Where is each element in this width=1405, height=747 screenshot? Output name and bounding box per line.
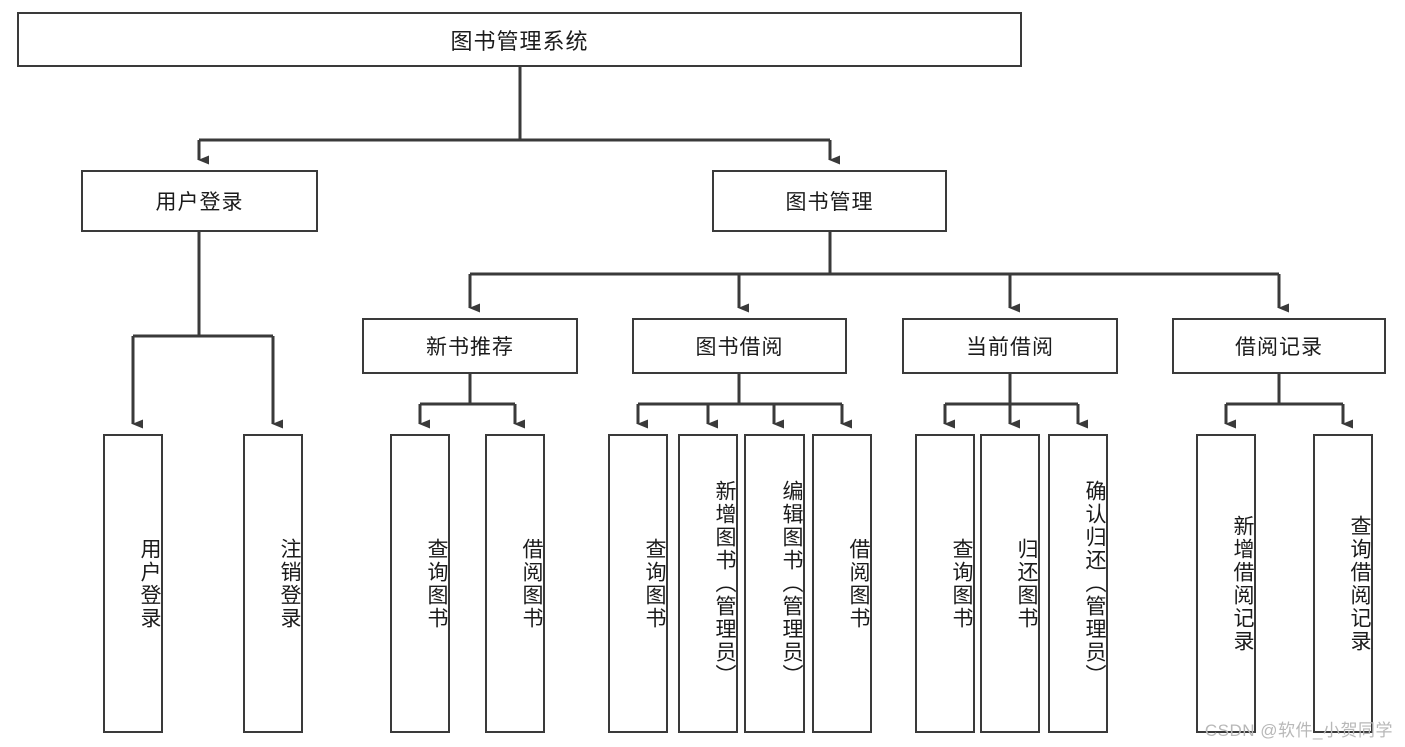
- node-leaf-current-confirm-return-label: 确认归还（管理员）: [1083, 480, 1106, 687]
- node-current-borrow[interactable]: 当前借阅: [902, 318, 1118, 374]
- node-leaf-recommend-query-book-label: 查询图书: [425, 537, 448, 630]
- node-leaf-borrow-query-book[interactable]: 查询图书: [608, 434, 668, 733]
- node-book-borrow-label: 图书借阅: [695, 336, 784, 359]
- node-leaf-user-login[interactable]: 用户登录: [103, 434, 163, 733]
- node-root[interactable]: 图书管理系统: [17, 12, 1022, 67]
- node-leaf-borrow-add-book-label: 新增图书（管理员）: [713, 480, 736, 687]
- node-leaf-current-query-book-label: 查询图书: [950, 537, 973, 630]
- node-leaf-borrow-edit-book[interactable]: 编辑图书（管理员）: [744, 434, 805, 733]
- node-current-borrow-label: 当前借阅: [966, 336, 1054, 359]
- node-new-book-recommend-label: 新书推荐: [426, 336, 514, 359]
- node-leaf-recommend-query-book[interactable]: 查询图书: [390, 434, 450, 733]
- node-user-login-label: 用户登录: [155, 191, 244, 214]
- node-book-manage-label: 图书管理: [785, 191, 874, 214]
- node-book-manage[interactable]: 图书管理: [712, 170, 947, 232]
- node-leaf-current-query-book[interactable]: 查询图书: [915, 434, 975, 733]
- node-leaf-user-login-label: 用户登录: [138, 537, 161, 630]
- node-new-book-recommend[interactable]: 新书推荐: [362, 318, 578, 374]
- node-leaf-recommend-borrow-book[interactable]: 借阅图书: [485, 434, 545, 733]
- node-leaf-borrow-borrow-book-label: 借阅图书: [847, 537, 870, 630]
- node-book-borrow[interactable]: 图书借阅: [632, 318, 847, 374]
- node-leaf-borrow-add-book[interactable]: 新增图书（管理员）: [678, 434, 738, 733]
- node-leaf-recommend-borrow-book-label: 借阅图书: [520, 537, 543, 630]
- node-leaf-record-query-label: 查询借阅记录: [1348, 514, 1371, 653]
- node-leaf-current-return-book[interactable]: 归还图书: [980, 434, 1040, 733]
- node-leaf-current-return-book-label: 归还图书: [1015, 537, 1038, 630]
- node-leaf-record-add[interactable]: 新增借阅记录: [1196, 434, 1256, 733]
- watermark-text: CSDN @软件_小贺同学: [1204, 721, 1393, 740]
- node-leaf-borrow-query-book-label: 查询图书: [643, 537, 666, 630]
- node-borrow-record[interactable]: 借阅记录: [1172, 318, 1386, 374]
- node-borrow-record-label: 借阅记录: [1235, 336, 1323, 359]
- node-leaf-record-query[interactable]: 查询借阅记录: [1313, 434, 1373, 733]
- node-leaf-borrow-borrow-book[interactable]: 借阅图书: [812, 434, 872, 733]
- node-leaf-borrow-edit-book-label: 编辑图书（管理员）: [780, 480, 803, 687]
- node-leaf-record-add-label: 新增借阅记录: [1231, 514, 1254, 653]
- node-leaf-user-logout-label: 注销登录: [278, 537, 301, 630]
- node-root-label: 图书管理系统: [450, 28, 589, 54]
- node-leaf-user-logout[interactable]: 注销登录: [243, 434, 303, 733]
- node-leaf-current-confirm-return[interactable]: 确认归还（管理员）: [1048, 434, 1108, 733]
- node-user-login[interactable]: 用户登录: [81, 170, 318, 232]
